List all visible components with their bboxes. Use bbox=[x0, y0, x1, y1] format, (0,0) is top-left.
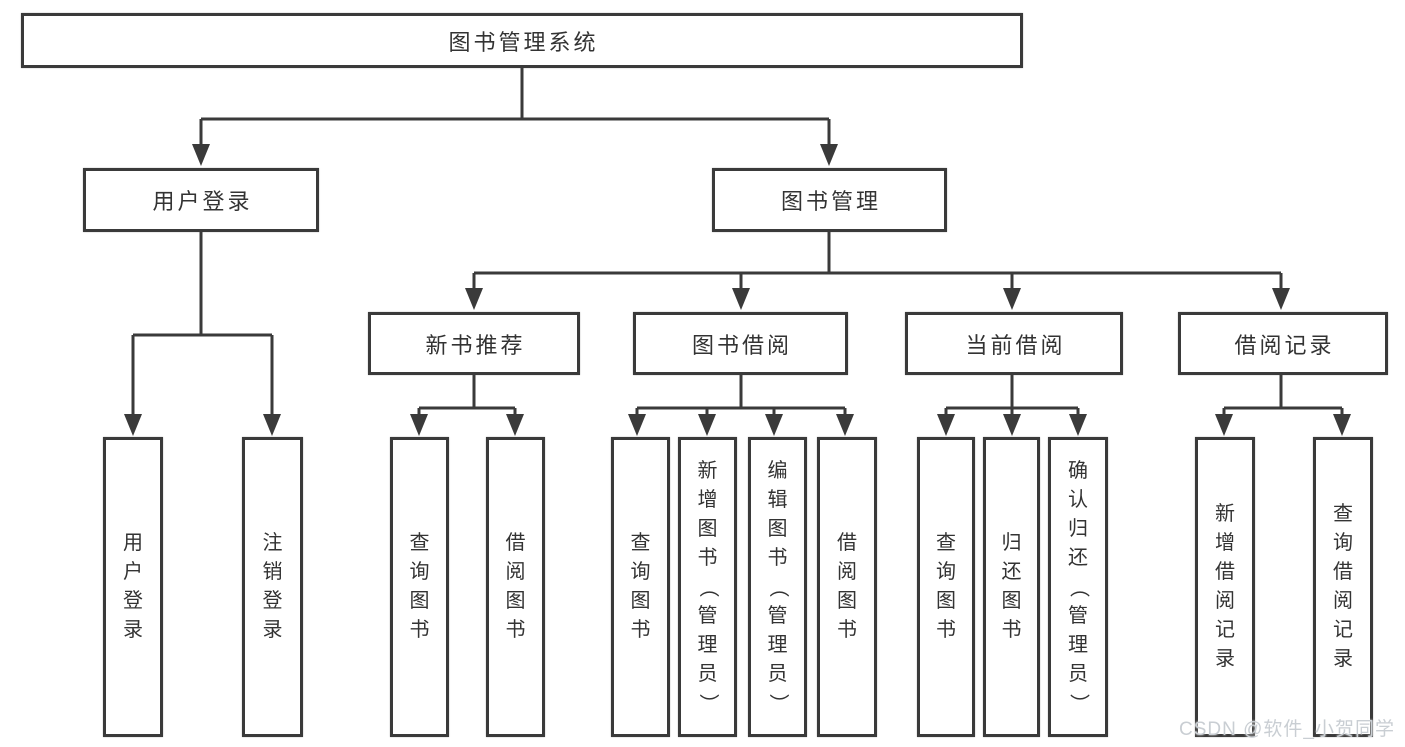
node-nb-query-books: 查询图书 bbox=[390, 437, 449, 737]
node-br-query-record: 查询借阅记录 bbox=[1313, 437, 1373, 737]
node-user-login: 用户登录 bbox=[103, 437, 163, 737]
node-user-login-branch: 用户登录 bbox=[83, 168, 319, 232]
node-bb-edit-books-admin: 编辑图书（管理员） bbox=[748, 437, 807, 737]
node-current-borrow: 当前借阅 bbox=[905, 312, 1123, 375]
node-cb-query-books: 查询图书 bbox=[917, 437, 975, 737]
node-book-mgmt-branch: 图书管理 bbox=[712, 168, 947, 232]
node-user-logout: 注销登录 bbox=[242, 437, 303, 737]
node-bb-borrow-books: 借阅图书 bbox=[817, 437, 877, 737]
node-bb-add-books-admin: 新增图书（管理员） bbox=[678, 437, 737, 737]
node-book-borrow: 图书借阅 bbox=[633, 312, 848, 375]
node-nb-borrow-books: 借阅图书 bbox=[486, 437, 545, 737]
node-br-add-record: 新增借阅记录 bbox=[1195, 437, 1255, 737]
node-root: 图书管理系统 bbox=[21, 13, 1023, 68]
node-cb-return-books: 归还图书 bbox=[983, 437, 1040, 737]
node-borrow-records: 借阅记录 bbox=[1178, 312, 1388, 375]
node-new-book-recommend: 新书推荐 bbox=[368, 312, 580, 375]
node-bb-query-books: 查询图书 bbox=[611, 437, 670, 737]
watermark: CSDN @软件_小贺同学 bbox=[1179, 719, 1395, 740]
node-cb-confirm-return-admin: 确认归还（管理员） bbox=[1048, 437, 1108, 737]
